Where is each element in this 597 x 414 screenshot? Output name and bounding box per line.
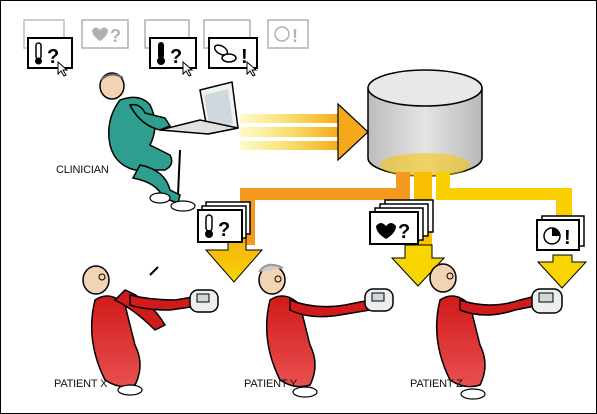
patient-x-label: PATIENT X bbox=[54, 378, 107, 390]
thermometer-icon bbox=[158, 42, 164, 59]
patient-x-figure bbox=[83, 266, 218, 395]
svg-text:!: ! bbox=[292, 26, 298, 46]
card-thermometer2-question[interactable]: ? bbox=[150, 38, 196, 76]
svg-text:!: ! bbox=[564, 227, 571, 249]
card-question-mark: ? bbox=[47, 46, 59, 68]
patient-y-label: PATIENT Y bbox=[244, 378, 297, 390]
data-upload-arrows bbox=[240, 104, 368, 160]
clinician-figure bbox=[100, 73, 238, 211]
card-pills-exclaim[interactable]: ! bbox=[209, 38, 257, 76]
svg-text:?: ? bbox=[170, 46, 182, 68]
card-stack-patient-y[interactable]: ? bbox=[370, 200, 433, 244]
card-thermometer-question[interactable]: ? bbox=[28, 38, 72, 76]
top-question-cards: ? ! ? ? bbox=[24, 20, 308, 76]
svg-text:?: ? bbox=[398, 221, 410, 243]
svg-text:?: ? bbox=[218, 219, 230, 241]
thermometer-icon bbox=[206, 215, 212, 231]
faded-pie-card: ! bbox=[268, 20, 308, 48]
clinician-label: CLINICIAN bbox=[56, 164, 109, 176]
card-stack-patient-z[interactable]: ! bbox=[537, 216, 584, 250]
faded-heart-card: ? bbox=[82, 20, 128, 48]
card-stack-patient-x[interactable]: ? bbox=[198, 202, 250, 242]
faded-question-mark: ? bbox=[110, 26, 121, 46]
patient-z-label: PATIENT Z bbox=[410, 378, 463, 390]
database-cylinder bbox=[368, 70, 482, 177]
